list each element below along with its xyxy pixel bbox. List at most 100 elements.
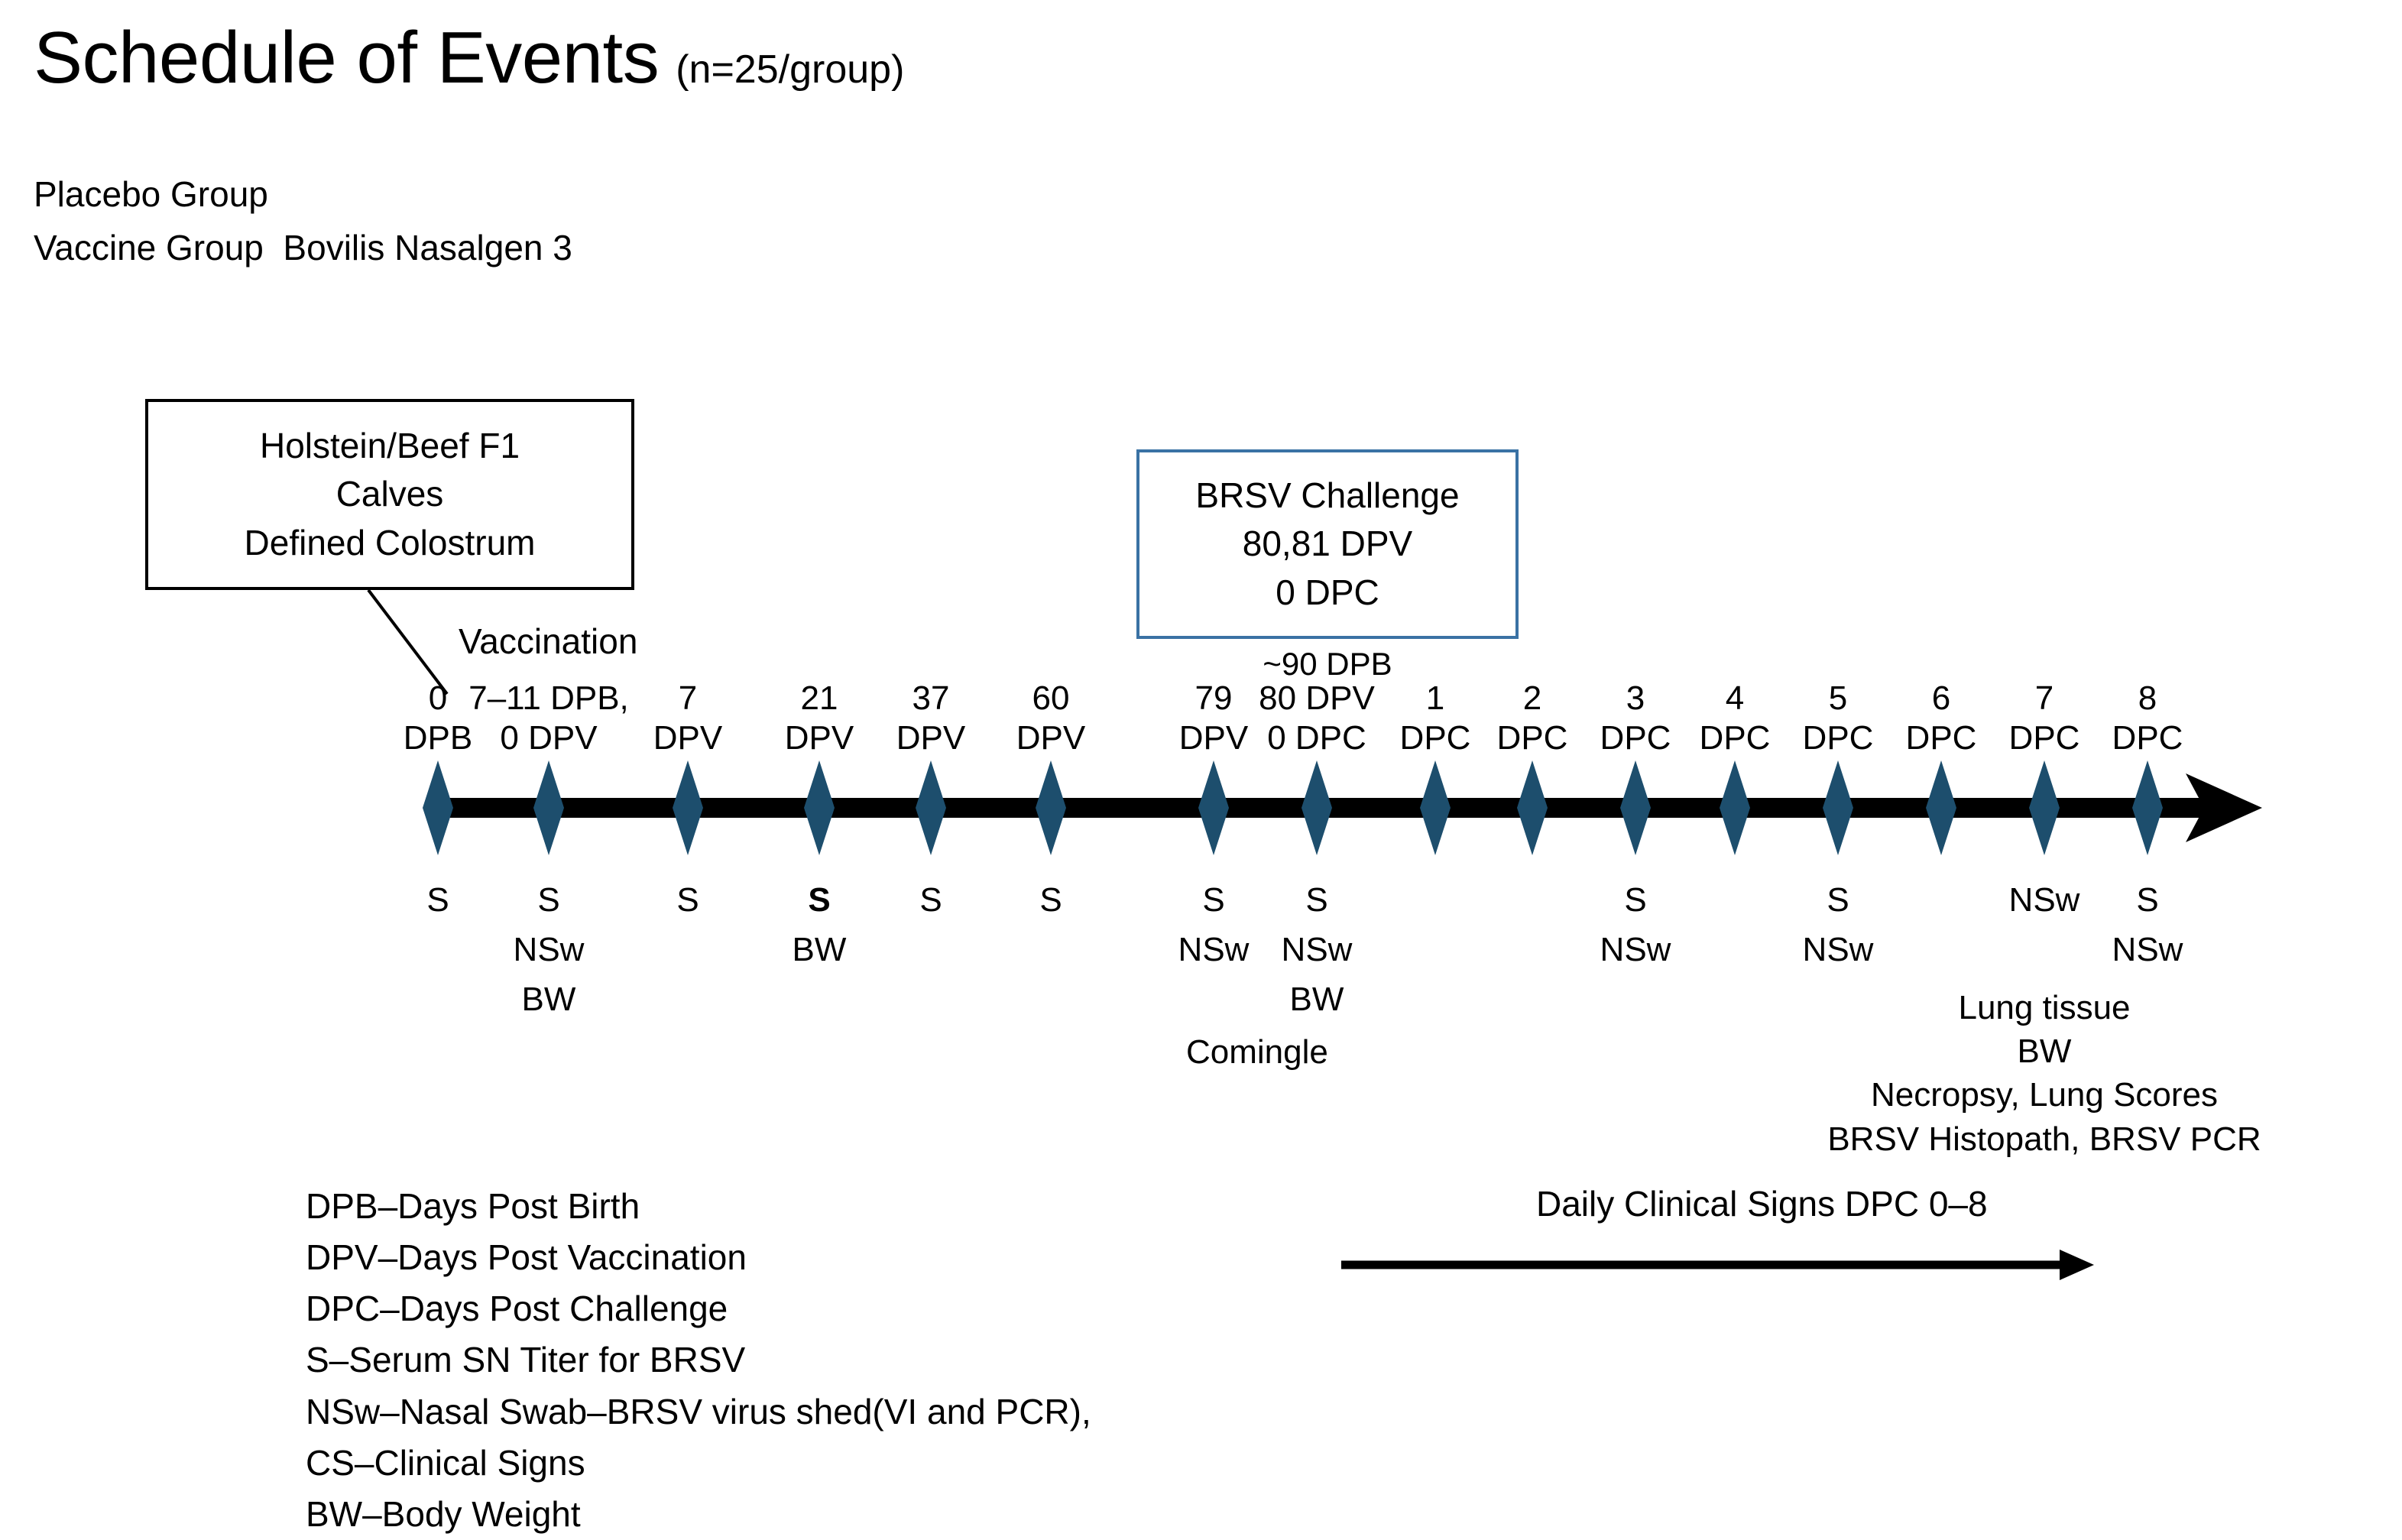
timeline-marker (2029, 760, 2060, 855)
necropsy-line: Lung tissue (1958, 989, 2131, 1026)
sample-tag: BW (1289, 981, 1344, 1019)
timeline-node-samples: S (1039, 875, 1062, 925)
sample-tag: S (2136, 881, 2159, 919)
sample-tag: NSw (2112, 931, 2183, 969)
timeline-node-unit: DPB (403, 718, 473, 757)
brsv-challenge-box: BRSV Challenge 80,81 DPV 0 DPC (1136, 449, 1519, 639)
timeline-node-day: 80 DPV (1259, 679, 1375, 717)
timeline-node-samples: S (919, 875, 942, 925)
challenge-dpb-note: ~90 DPB (1263, 646, 1392, 682)
page-title-subscript: (n=25/group) (676, 47, 905, 92)
title-row: Schedule of Events (n=25/group) (34, 21, 904, 95)
timeline-node-unit: 0 DPV (500, 718, 598, 757)
daily-clinical-signs-arrow (1341, 1250, 2094, 1280)
timeline-marker (423, 760, 453, 855)
timeline-node-day: 21 (800, 679, 838, 717)
timeline-node-day: 8 (2138, 679, 2157, 717)
timeline-marker (1823, 760, 1853, 855)
vaccination-label: Vaccination (459, 621, 638, 661)
timeline-node-unit: DPC (2008, 718, 2080, 757)
timeline-node-unit: DPC (2112, 718, 2183, 757)
daily-clinical-signs-label: Daily Clinical Signs DPC 0–8 (1536, 1184, 1988, 1224)
sample-tag: NSw (513, 931, 585, 969)
timeline-marker (2132, 760, 2163, 855)
timeline-node-day: 4 (1725, 679, 1745, 717)
timeline-marker (1301, 760, 1332, 855)
sample-tag: NSw (1600, 931, 1671, 969)
challenge-box-line-2: 80,81 DPV (1242, 524, 1413, 564)
timeline-marker (804, 760, 835, 855)
sample-tag: S (919, 881, 942, 919)
challenge-box-line-1: BRSV Challenge (1195, 475, 1460, 515)
timeline-node-day: 1 (1425, 679, 1445, 717)
sample-tag: NSw (2008, 881, 2080, 919)
comingle-label: Comingle (1186, 1033, 1328, 1071)
page-title: Schedule of Events (34, 17, 660, 99)
timeline-node-day: 6 (1931, 679, 1951, 717)
timeline-node-day: 5 (1828, 679, 1848, 717)
group-lines: Placebo Group Vaccine Group Bovilis Nasa… (34, 174, 572, 267)
timeline-marker (1517, 760, 1548, 855)
timeline-node-day: 7 (2034, 679, 2054, 717)
timeline-marker (1420, 760, 1451, 855)
sample-tag: S (1624, 881, 1647, 919)
timeline-node-unit: 0 DPC (1267, 718, 1366, 757)
sample-tag: S (1827, 881, 1849, 919)
timeline-node-day: 60 (1032, 679, 1070, 717)
sample-tag: S (808, 881, 831, 919)
calves-callout-box: Holstein/Beef F1 Calves Defined Colostru… (145, 399, 634, 590)
necropsy-line: Necropsy, Lung Scores (1870, 1076, 2219, 1114)
sample-tag: BW (521, 981, 576, 1019)
sample-tag: S (1039, 881, 1062, 919)
challenge-box-line-3: 0 DPC (1276, 572, 1379, 612)
timeline-node-unit: DPV (784, 718, 854, 757)
timeline-node-samples: S NSw (2112, 875, 2183, 974)
timeline-node-day: 0 (428, 679, 448, 717)
timeline-node-unit: DPV (896, 718, 966, 757)
calves-box-line-1: Holstein/Beef F1 (259, 425, 520, 465)
sample-tag: NSw (1178, 931, 1250, 969)
timeline-node-label: 7–11 DPB,0 DPV (468, 679, 629, 758)
calves-box-line-2: Calves (336, 474, 444, 514)
timeline-node-unit: DPC (1802, 718, 1874, 757)
timeline-node-unit: DPV (1016, 718, 1086, 757)
timeline-node-day: 2 (1522, 679, 1542, 717)
timeline-marker (1620, 760, 1651, 855)
timeline-node-unit: DPC (1496, 718, 1568, 757)
timeline-node-day: 37 (912, 679, 950, 717)
timeline-node-unit: DPC (1905, 718, 1977, 757)
timeline-node-day: 7 (678, 679, 698, 717)
necropsy-line: BW (2017, 1033, 2072, 1071)
timeline-marker (1198, 760, 1229, 855)
timeline-node-day: 7–11 DPB, (468, 679, 629, 717)
sample-tag: S (537, 881, 560, 919)
abbreviation-legend: DPB–Days Post Birth DPV–Days Post Vaccin… (306, 1186, 1091, 1534)
timeline-node-day: 79 (1195, 679, 1233, 717)
timeline-node-unit: DPV (653, 718, 723, 757)
necropsy-line: BRSV Histopath, BRSV PCR (1827, 1120, 2261, 1158)
sample-tag: S (676, 881, 699, 919)
timeline-node-unit: DPC (1399, 718, 1471, 757)
timeline-marker (1720, 760, 1750, 855)
timeline-node-samples: S (676, 875, 699, 925)
timeline-node-day: 3 (1626, 679, 1645, 717)
